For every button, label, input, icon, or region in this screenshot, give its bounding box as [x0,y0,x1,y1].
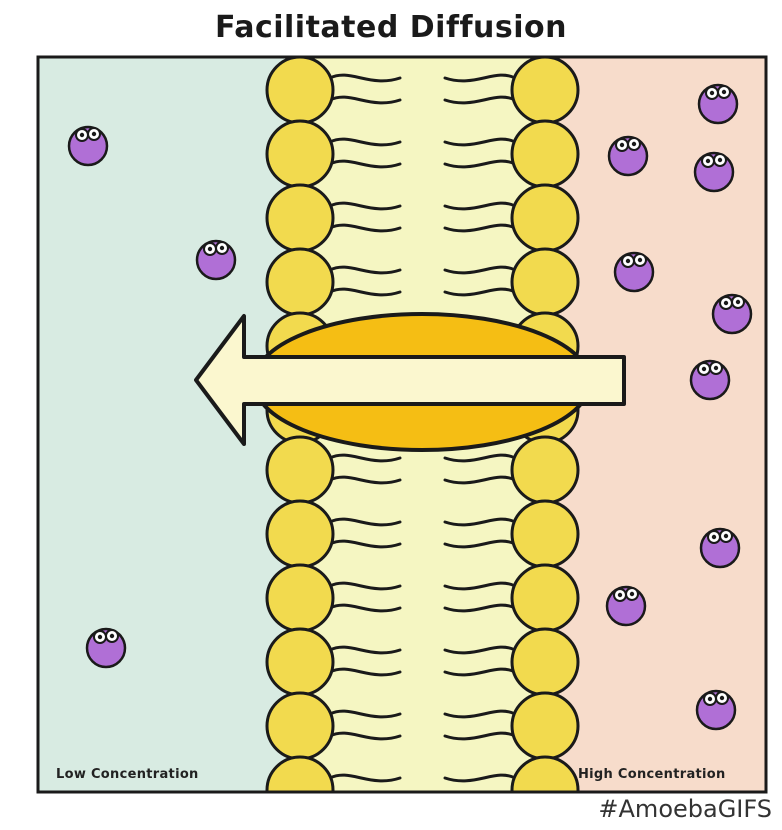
phospholipid-head [267,437,333,503]
phospholipid-head [267,629,333,695]
solute-molecule [197,241,235,279]
phospholipid-head [267,121,333,187]
phospholipid-head [267,249,333,315]
solute-molecule [697,691,735,729]
phospholipid-head [512,693,578,759]
phospholipid-head [267,757,333,823]
solute-molecule [713,295,751,333]
solute-molecule [87,629,125,667]
solute-molecule [607,587,645,625]
phospholipid-head [512,185,578,251]
phospholipid-head [267,565,333,631]
solute-molecule [69,127,107,165]
phospholipid-head [267,693,333,759]
phospholipid-head [512,121,578,187]
solute-molecule [699,85,737,123]
solute-molecule [701,529,739,567]
solute-molecule [609,137,647,175]
watermark: #AmoebaGIFS [560,795,772,823]
solute-molecule [695,153,733,191]
phospholipid-head [512,437,578,503]
phospholipid-head [512,629,578,695]
phospholipid-head [512,249,578,315]
phospholipid-head [267,185,333,251]
phospholipid-head [512,501,578,567]
low-concentration-region [38,57,300,792]
low-concentration-label: Low Concentration [56,767,199,782]
high-concentration-label: High Concentration [578,767,726,782]
phospholipid-head [267,57,333,123]
lipid-tail [445,797,515,803]
solute-molecule [691,361,729,399]
phospholipid-head [512,565,578,631]
phospholipid-head [267,501,333,567]
lipid-tail [330,797,400,803]
solute-molecule [615,253,653,291]
phospholipid-head [512,57,578,123]
